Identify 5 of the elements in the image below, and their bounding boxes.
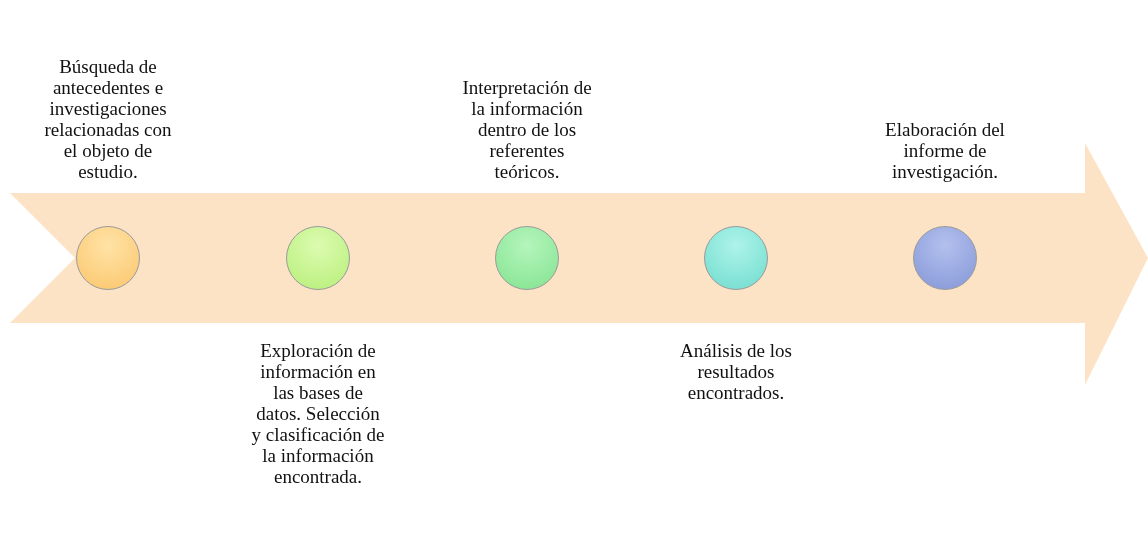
step-label: Búsqueda de antecedentes e investigaciones relacionadas con el objeto de estudio.: [43, 56, 173, 182]
step-label: Exploración de información en las bases de datos. Selección y clasificación de la información encontrada.: [250, 340, 386, 487]
step-label: Elaboración del informe de investigación.: [884, 119, 1006, 182]
step-label: Interpretación de la información dentro de los referentes teóricos.: [461, 77, 593, 182]
step-label: Análisis de los resultados encontrados.: [679, 340, 793, 403]
